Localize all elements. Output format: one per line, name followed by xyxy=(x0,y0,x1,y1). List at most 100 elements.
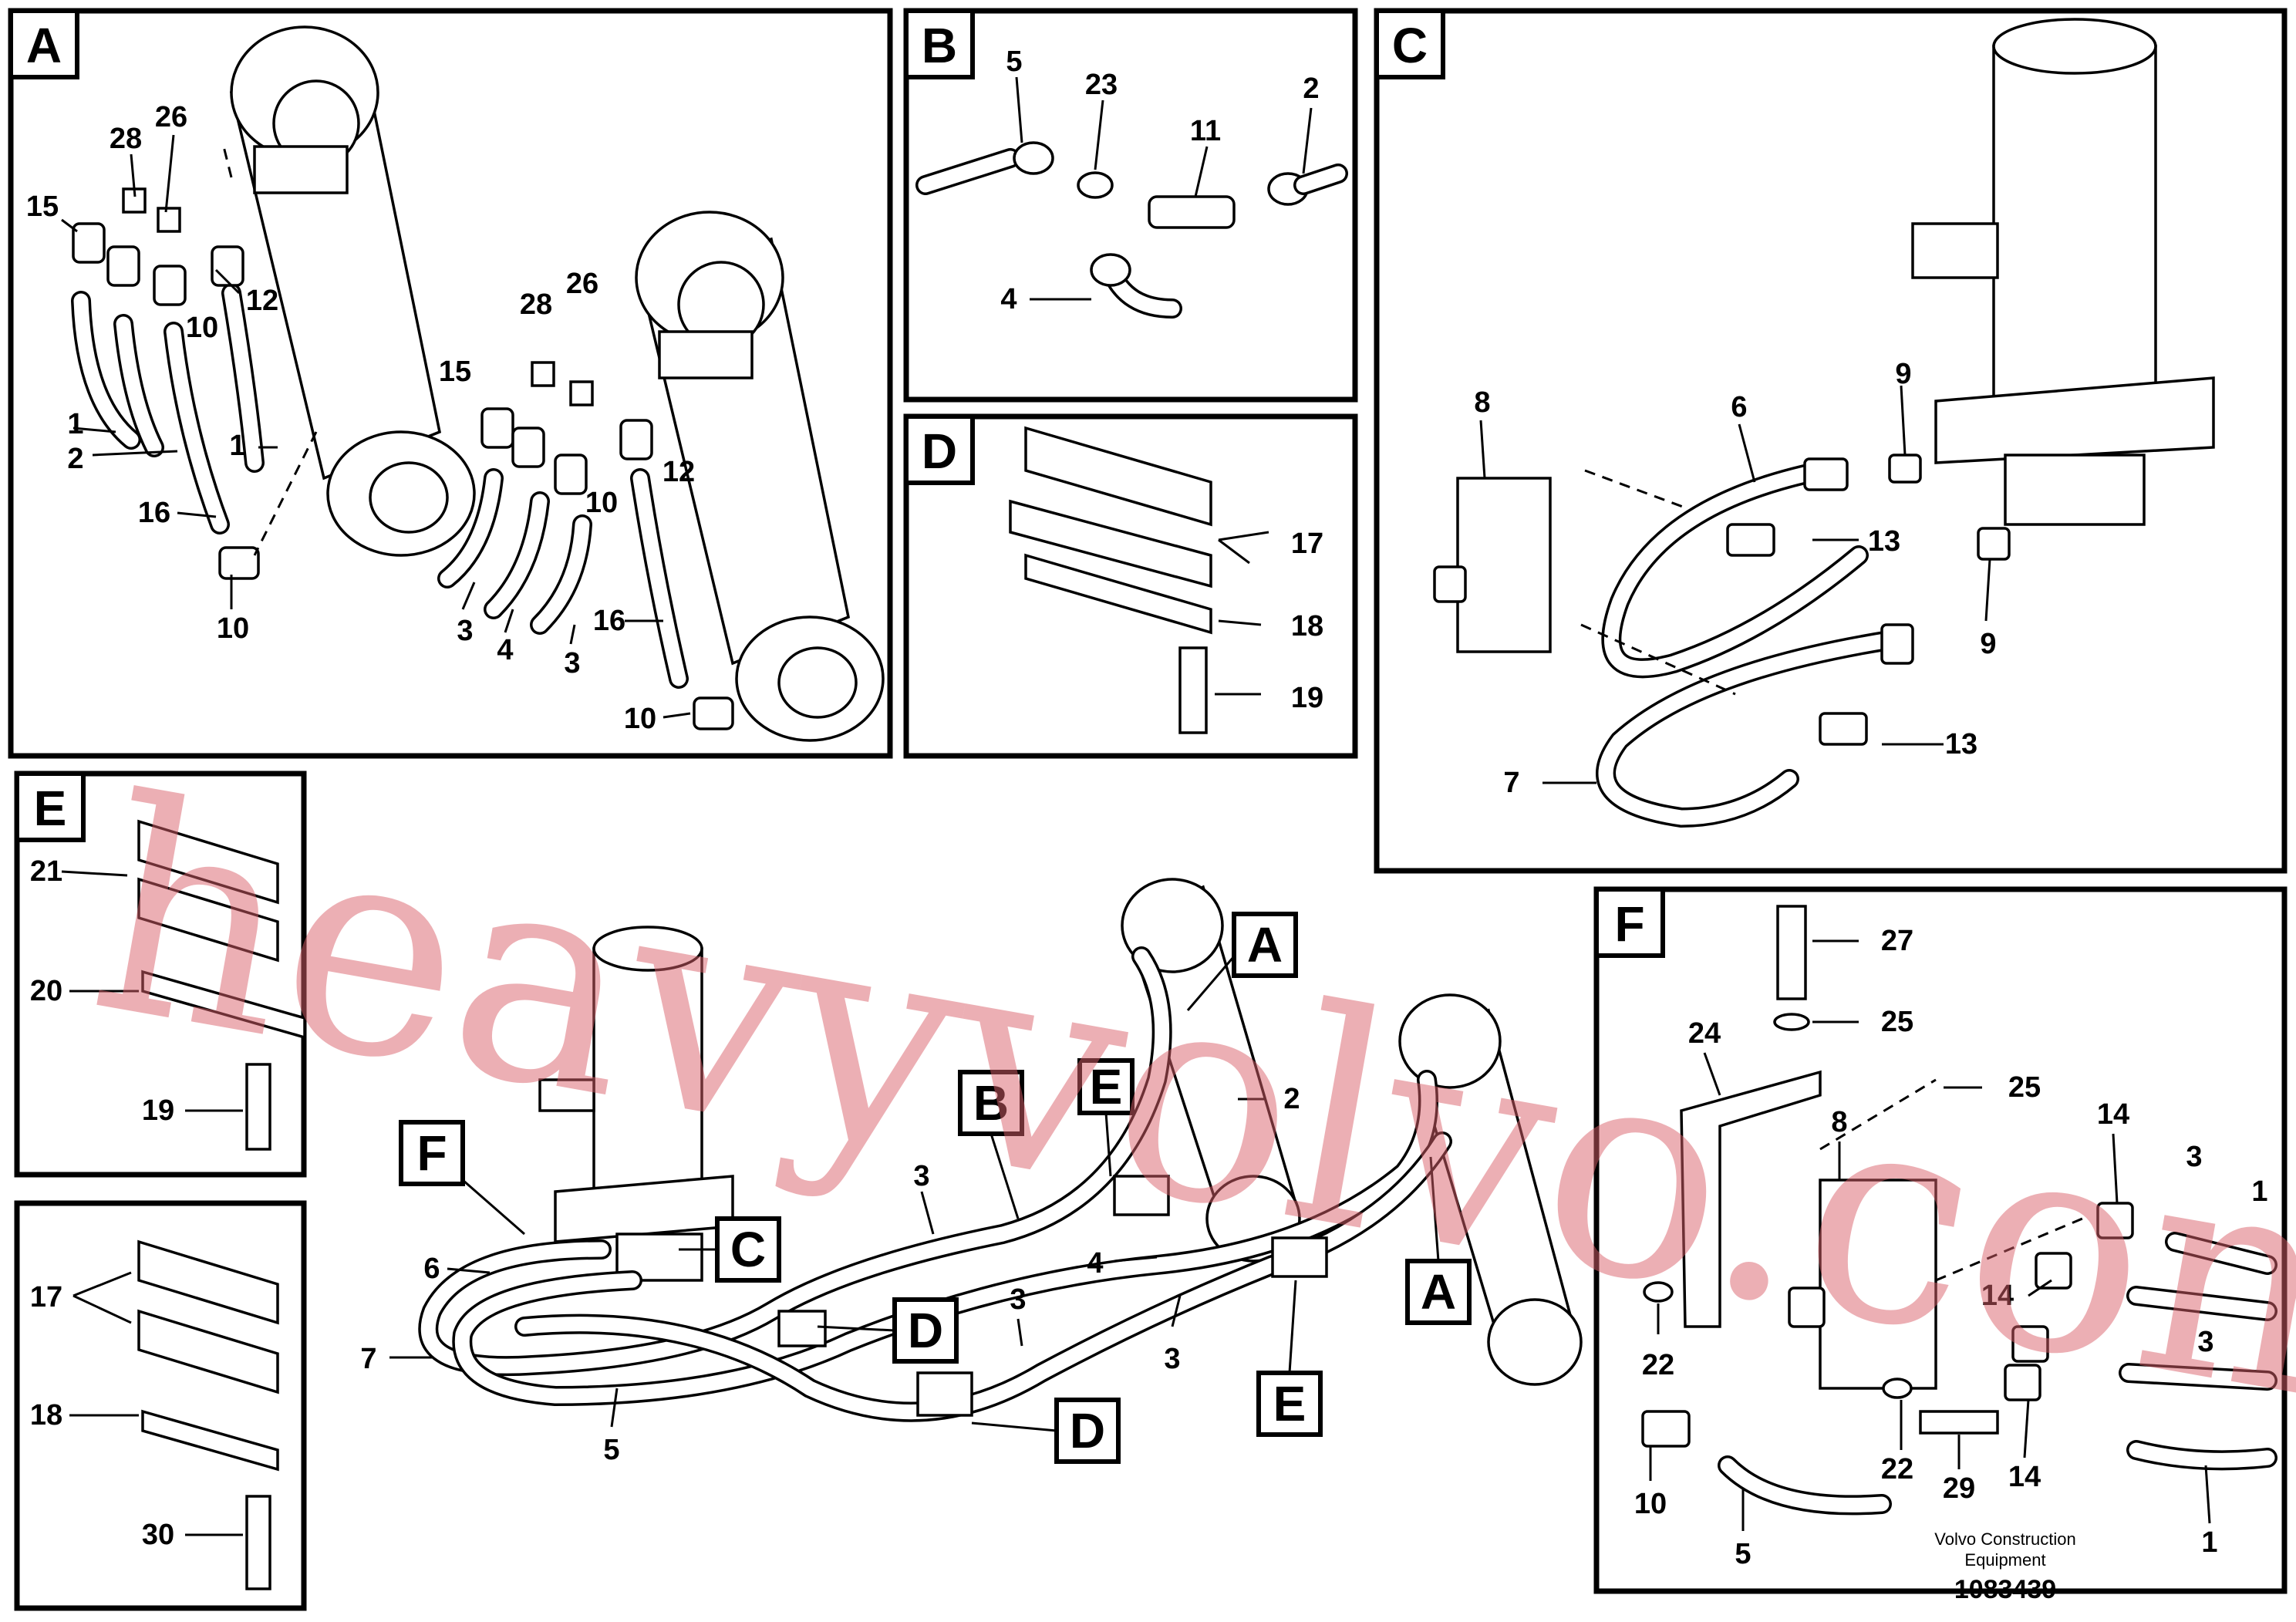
label-f-14: 14 xyxy=(2097,1098,2129,1131)
panel-d-tag xyxy=(904,414,975,485)
label-a-1: 1 xyxy=(67,408,83,440)
label-ov-6: 6 xyxy=(423,1253,440,1285)
label-a-15b: 15 xyxy=(439,356,471,388)
label-ov-3b: 3 xyxy=(1010,1283,1026,1316)
label-f-1b: 1 xyxy=(2201,1526,2217,1559)
panel-d-letter: D xyxy=(922,423,957,479)
label-d-17: 17 xyxy=(1291,528,1323,560)
label-f-3: 3 xyxy=(2186,1141,2202,1173)
label-a-1b: 1 xyxy=(229,430,245,462)
label-f-14b: 14 xyxy=(1981,1280,2014,1312)
footer-drawing-id: 1083439 xyxy=(1954,1575,2056,1604)
label-f-8: 8 xyxy=(1831,1106,1847,1138)
footer-company-line2: Equipment xyxy=(1964,1550,2045,1570)
label-f-25: 25 xyxy=(1881,1006,1913,1038)
panel-f-letter: F xyxy=(1614,896,1644,952)
hydraulic-cylinder-right xyxy=(635,211,885,742)
label-b-23: 23 xyxy=(1085,69,1118,101)
label-a-2: 2 xyxy=(67,443,83,475)
panel-a: A xyxy=(8,8,893,759)
clamp-e-overview xyxy=(1113,1175,1170,1216)
label-a-28: 28 xyxy=(110,123,142,155)
label-e-19: 19 xyxy=(142,1094,174,1127)
label-f-22: 22 xyxy=(1642,1349,1674,1381)
callout-a-lower-letter: A xyxy=(1421,1264,1456,1320)
label-f-22b: 22 xyxy=(1881,1453,1913,1485)
label-c-13b: 13 xyxy=(1945,728,1977,760)
label-ov-5: 5 xyxy=(603,1434,619,1466)
callout-c-letter: C xyxy=(730,1222,766,1277)
footer-company-line1: Volvo Construction xyxy=(1934,1529,2075,1549)
label-f-25b: 25 xyxy=(2008,1071,2041,1104)
callout-a-top xyxy=(1232,912,1298,978)
label-c-6: 6 xyxy=(1731,391,1747,423)
callout-e-top-letter: E xyxy=(1090,1059,1123,1114)
callout-a-top-letter: A xyxy=(1247,917,1283,973)
label-e2-18: 18 xyxy=(30,1399,62,1431)
callout-b-letter: B xyxy=(973,1075,1009,1131)
panel-b: B 5 23 11 2 4 xyxy=(903,8,1358,403)
panel-d: D 17 18 19 xyxy=(903,413,1358,759)
label-ov-7: 7 xyxy=(360,1343,376,1375)
label-f-14c: 14 xyxy=(2008,1461,2041,1493)
label-ov-3c: 3 xyxy=(1164,1343,1180,1375)
panel-c-tag xyxy=(1374,8,1445,79)
label-e-21: 21 xyxy=(30,855,62,888)
panel-c-letter: C xyxy=(1392,18,1428,73)
panel-f-tag xyxy=(1594,887,1665,958)
label-b-5: 5 xyxy=(1006,46,1022,78)
label-b-11: 11 xyxy=(1190,115,1221,147)
label-f-29: 29 xyxy=(1943,1472,1975,1505)
callout-f xyxy=(399,1120,465,1186)
callout-d-lower xyxy=(1054,1398,1121,1464)
panel-e: E 21 20 19 xyxy=(14,771,307,1178)
panel-a-letter: A xyxy=(26,18,62,73)
label-a-15: 15 xyxy=(26,191,59,223)
label-f-3b: 3 xyxy=(2197,1326,2213,1358)
panel-b-frame xyxy=(903,8,1358,403)
callout-d-upper-letter: D xyxy=(908,1303,943,1358)
panel-a-tag xyxy=(8,8,79,79)
label-a-16: 16 xyxy=(138,497,170,529)
label-f-24: 24 xyxy=(1688,1017,1721,1050)
panel-c: C 8 6 9 13 9 1 xyxy=(1374,8,2288,874)
label-a-26b: 26 xyxy=(566,268,598,300)
label-ov-4: 4 xyxy=(1087,1247,1103,1280)
label-c-9b: 9 xyxy=(1980,628,1996,660)
label-f-10: 10 xyxy=(1634,1488,1667,1520)
label-a-10c: 10 xyxy=(585,487,618,519)
callout-d-lower-letter: D xyxy=(1070,1403,1105,1458)
label-d-19: 19 xyxy=(1291,682,1323,714)
swivel-joint xyxy=(1911,18,2215,526)
label-c-8: 8 xyxy=(1474,386,1490,419)
label-a-28b: 28 xyxy=(520,288,552,321)
hydraulic-cylinder-left xyxy=(229,25,476,557)
overview-assembly: A B E F C D D E A 2 3 xyxy=(360,878,1583,1466)
label-a-12b: 12 xyxy=(663,456,695,488)
label-b-4: 4 xyxy=(1000,283,1017,315)
label-a-10d: 10 xyxy=(624,703,656,735)
label-f-27: 27 xyxy=(1881,925,1913,957)
label-a-26: 26 xyxy=(155,101,187,133)
label-a-10b: 10 xyxy=(217,612,249,645)
panel-b-letter: B xyxy=(922,18,957,73)
label-a-3b: 3 xyxy=(564,647,580,679)
panel-b-tag xyxy=(904,8,975,79)
label-e2-17: 17 xyxy=(30,1281,62,1313)
label-ov-2: 2 xyxy=(1283,1083,1300,1115)
callout-e-lower-letter: E xyxy=(1273,1376,1306,1431)
label-a-12: 12 xyxy=(246,285,278,317)
label-a-4: 4 xyxy=(497,634,513,666)
label-a-10: 10 xyxy=(186,312,218,344)
label-d-18: 18 xyxy=(1291,610,1323,642)
label-b-2: 2 xyxy=(1303,73,1319,105)
label-c-7: 7 xyxy=(1503,767,1519,799)
label-f-1: 1 xyxy=(2251,1175,2267,1208)
panel-e-letter: E xyxy=(34,781,67,836)
label-a-16b: 16 xyxy=(593,605,625,637)
label-ov-3: 3 xyxy=(913,1160,929,1192)
callout-f-letter: F xyxy=(416,1125,447,1181)
label-c-9: 9 xyxy=(1895,358,1911,390)
callout-d-upper xyxy=(892,1297,959,1364)
label-e2-30: 30 xyxy=(142,1519,174,1551)
